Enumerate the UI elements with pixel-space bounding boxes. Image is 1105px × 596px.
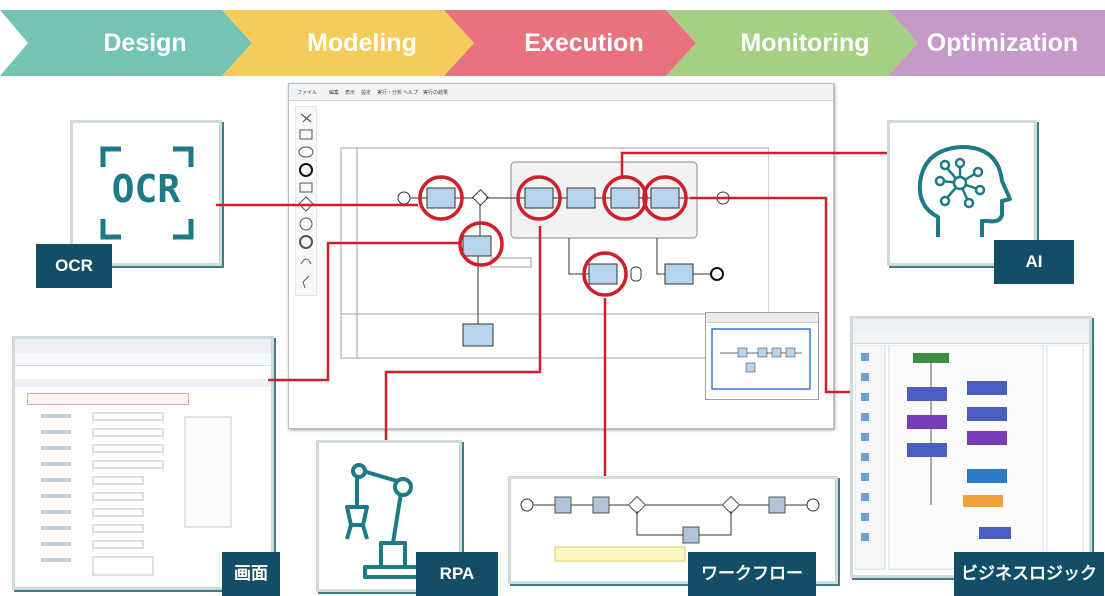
menu-item-file[interactable]: ファイル	[297, 90, 318, 96]
logic-node-5	[967, 407, 1007, 421]
connect-tool-icon[interactable]	[300, 113, 312, 123]
logic-node-8	[963, 495, 1003, 507]
wf-user-step-3	[682, 526, 700, 544]
stage-monitoring-label: Monitoring	[740, 29, 870, 57]
subprocess-tool-icon[interactable]	[298, 146, 314, 158]
form-fields	[41, 412, 232, 576]
logic-properties	[1046, 345, 1084, 570]
logic-editor	[855, 345, 1084, 570]
stage-design-arrow	[0, 10, 252, 76]
wf-user-step-2	[592, 496, 610, 514]
stage-monitoring-arrow	[666, 10, 918, 76]
task-tool-icon[interactable]	[299, 129, 313, 140]
menu-item-edit[interactable]: 編集	[329, 90, 340, 96]
exclusive-gateway	[472, 189, 489, 206]
stage-execution-arrow	[444, 10, 696, 76]
ocr-scan-icon	[100, 146, 194, 240]
highlight-circle-3	[516, 175, 562, 221]
wf-end	[806, 498, 820, 512]
screen-tag: 画面	[222, 552, 280, 596]
editor-menu-bar: ファイル 編集 表示 設定 実行・分析 ヘルプ 実行の結果	[289, 84, 833, 101]
highlight-circle-1	[418, 175, 464, 221]
overview-minimap	[705, 312, 819, 400]
form-toolbar	[15, 353, 271, 366]
intermediate-event-tool-icon[interactable]	[299, 217, 313, 231]
stage-modeling-label: Modeling	[307, 29, 417, 57]
wf-start	[520, 498, 534, 512]
logic-node-7	[967, 469, 1007, 483]
wf-note	[554, 546, 686, 562]
wf-gateway-1	[627, 495, 647, 515]
wf-gateway-2	[721, 495, 741, 515]
workflow-panel	[508, 476, 838, 584]
ocr-logo-text: OCR	[111, 167, 181, 211]
stage-optimization-arrow	[888, 10, 1105, 76]
end-event-tool-icon[interactable]	[299, 163, 313, 177]
ai-head-network-icon	[917, 145, 1012, 237]
logic-node-1	[907, 387, 947, 401]
workflow-tag: ワークフロー	[688, 552, 816, 596]
logic-start-node	[913, 353, 949, 363]
data-store	[630, 266, 642, 282]
gateway-tool-icon[interactable]	[298, 196, 314, 212]
highlight-circle-6	[582, 251, 628, 297]
logic-node-2	[907, 415, 947, 429]
highlight-circle-4	[602, 175, 648, 221]
ocr-tag: OCR	[36, 244, 112, 288]
rpa-tag: RPA	[416, 552, 498, 596]
logic-node-4	[967, 381, 1007, 395]
menu-item-help[interactable]: ヘルプ	[403, 90, 419, 96]
menu-item-view[interactable]: 表示	[345, 90, 356, 96]
ai-tag: AI	[994, 240, 1074, 284]
menu-item-settings[interactable]: 設定	[361, 90, 372, 96]
wf-user-step-4	[768, 496, 786, 514]
data-tool-icon[interactable]	[299, 182, 313, 193]
lifecycle-banner: Design Modeling Execution Monitoring Opt…	[0, 0, 1105, 84]
screen-panel	[12, 336, 274, 590]
highlight-circle-2	[458, 221, 504, 267]
menu-item-run[interactable]: 実行・分析	[377, 90, 403, 96]
highlight-circle-5	[642, 175, 688, 221]
stage-modeling-arrow	[222, 10, 474, 76]
business-logic-tag: ビジネスロジック	[954, 552, 1104, 596]
logic-toolbar	[853, 333, 1089, 344]
menu-item-result[interactable]: 実行の結果	[423, 90, 449, 96]
logic-node-3	[907, 443, 947, 457]
bpmn-editor-window: ファイル 編集 表示 設定 実行・分析 ヘルプ 実行の結果	[288, 83, 834, 429]
stage-optimization-label: Optimization	[926, 29, 1079, 57]
business-logic-panel	[850, 316, 1092, 578]
workflow-diagram	[520, 495, 820, 562]
logic-end-node	[979, 527, 1011, 539]
form-message	[27, 393, 189, 405]
wf-user-step-1	[554, 496, 572, 514]
ocr-panel: OCR	[70, 120, 222, 266]
stage-design-label: Design	[103, 29, 187, 57]
minimap-preview	[711, 328, 811, 390]
stage-execution-label: Execution	[524, 29, 644, 57]
logic-node-6	[967, 431, 1007, 445]
